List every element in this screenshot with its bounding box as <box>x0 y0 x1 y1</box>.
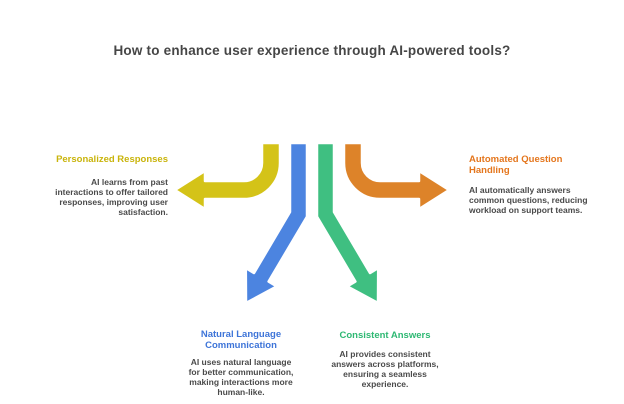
branch-automated-question-handling: Automated Question Handling AI automatic… <box>469 154 597 215</box>
page-title: How to enhance user experience through A… <box>113 43 511 58</box>
arrow-left-icon <box>173 141 282 211</box>
branch-description: AI automatically answers common question… <box>469 185 588 215</box>
branch-description: AI provides consistent answers across pl… <box>331 348 439 389</box>
arrow-down-left-icon <box>244 141 309 305</box>
branch-natural-language-communication: Natural Language Communication AI uses n… <box>166 329 316 397</box>
branch-personalized-responses: Personalized Responses AI learns from pa… <box>28 154 168 217</box>
branch-heading: Consistent Answers <box>339 330 431 341</box>
branch-description: AI learns from past interactions to offe… <box>55 176 168 217</box>
arrow-right-icon <box>342 141 451 211</box>
arrow-down-right-icon <box>315 141 380 305</box>
branch-consistent-answers: Consistent Answers AI provides consisten… <box>309 330 461 389</box>
branch-heading: Personalized Responses <box>56 154 168 165</box>
branch-heading: Automated Question Handling <box>469 154 563 176</box>
branch-heading: Natural Language Communication <box>200 329 282 351</box>
branch-description: AI uses natural language for better comm… <box>188 357 294 397</box>
